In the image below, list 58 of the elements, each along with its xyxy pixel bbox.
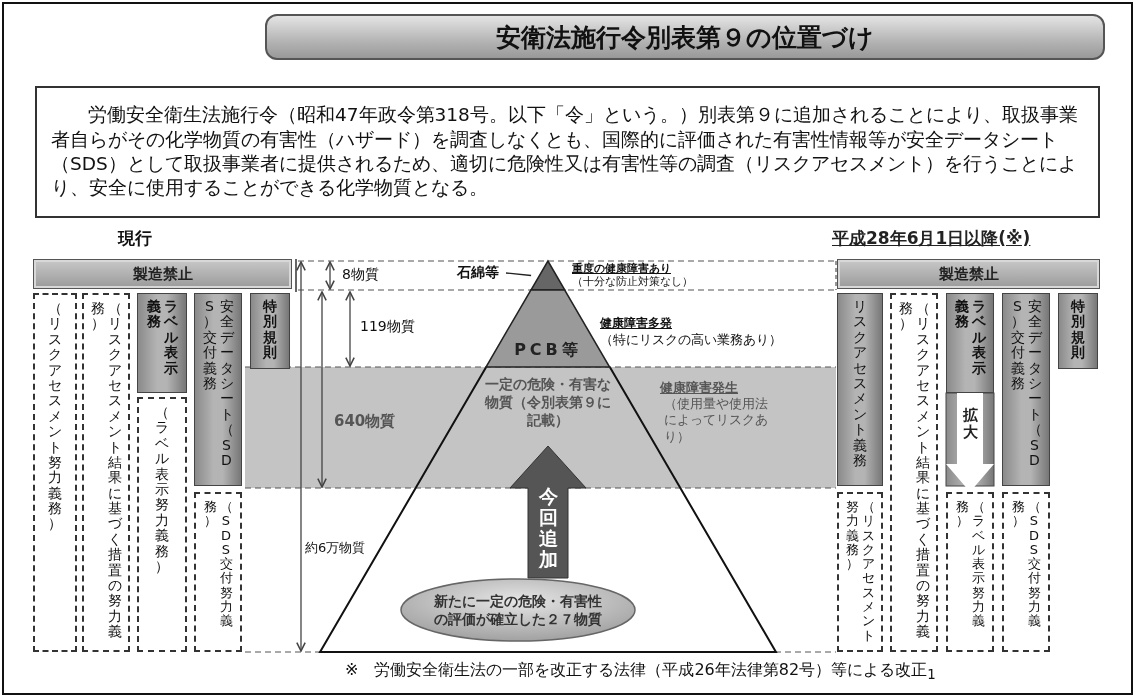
- vertical-label: （SDS交付努力義務）: [203, 500, 233, 631]
- dashed-box: [837, 492, 883, 652]
- ellipse-node: [400, 578, 636, 642]
- vertical-label: リスクアセスメント義務: [853, 299, 867, 470]
- text-label: 平成28年6月1日以降(※): [832, 228, 1032, 250]
- segment-label: PCB等: [513, 340, 583, 361]
- vertical-label: ラベル表示義務: [146, 299, 178, 377]
- node-label: 一定の危険・有害な物質（令別表第９に記載）: [482, 375, 614, 435]
- text-label: （使用量や使用法によってリスクあり）: [664, 396, 769, 445]
- dashed-box: [137, 397, 187, 652]
- dashed-box: [194, 492, 242, 652]
- dashed-box: [82, 293, 130, 652]
- dashed-box: [946, 492, 994, 652]
- leader-line: [505, 272, 532, 277]
- vertical-label: （リスクアセスメント努力義務）: [48, 301, 62, 534]
- vertical-label: （リスクアセスメント結果に基づく措置の努力義務）: [90, 301, 122, 641]
- text-box: [35, 86, 1100, 218]
- category-bar: 製造禁止: [837, 259, 1100, 289]
- text-label: 640物質: [334, 412, 397, 431]
- duty-box: [946, 293, 994, 393]
- text-label: ※ 労働安全衛生法の一部を改正する法律（平成26年法律第82号）等による改正$_{1}$: [345, 660, 937, 684]
- title-banner: 安衛法施行令別表第９の位置づけ: [265, 14, 1105, 60]
- duty-box: [194, 293, 242, 486]
- text-label: 約6万物質: [305, 540, 367, 557]
- duty-box: [1002, 293, 1050, 486]
- duty-box: [837, 293, 883, 486]
- vertical-label: （ラベル表示努力義務）: [955, 500, 985, 631]
- text-label: 健康障害発生: [660, 380, 739, 396]
- block-arrow: [510, 446, 586, 578]
- arrow-label: 今回追加: [538, 486, 558, 570]
- ellipse-label: 新たに一定の危険・有害性の評価が確立した２７物質: [433, 591, 603, 629]
- vertical-label: （SDS交付努力義務）: [1011, 500, 1041, 631]
- vertical-label: ラベル表示義務: [954, 299, 986, 377]
- duty-box: [137, 293, 187, 393]
- dashed-box: [33, 293, 77, 652]
- edge-label: 拡大: [962, 404, 978, 442]
- node-label: 石綿等: [450, 263, 506, 283]
- duty-box: [1058, 293, 1098, 369]
- vertical-label: 安全データシート（SDS）交付義務: [202, 299, 234, 470]
- text-label: （特にリスクの高い業務あり）: [600, 332, 783, 348]
- dashed-box: [1002, 492, 1050, 652]
- dashed-box: [890, 293, 938, 652]
- text-label: 現行: [118, 228, 153, 250]
- pyramid-tip: [531, 261, 565, 290]
- vertical-label: 特別規則: [1071, 299, 1085, 362]
- vertical-label: （ラベル表示努力義務）: [155, 405, 169, 576]
- vertical-label: （リスクアセスメント結果に基づく措置の努力義務）: [898, 301, 930, 641]
- text-label: 重度の健康障害あり: [572, 262, 672, 276]
- intro-paragraph: 労働安全衛生法施行令（昭和47年政令第318号。以下「令」という。）別表第９に追加されることにより、取扱事業者自らがその化学物質の有害性（ハザード）を調査しなくとも、国際的に評価された有害性情報等が安全データシート（SDS）として取扱事業者に提供されるため、適切に危険性又は有害性等の調査（リスクアセスメント）を行うことにより、安全に使用することができる化学物質となる。: [51, 103, 1079, 201]
- duty-box: [250, 293, 290, 369]
- category-bar: 製造禁止: [33, 259, 292, 289]
- text-label: 119物質: [360, 318, 416, 336]
- text-label: 健康障害多発: [600, 316, 673, 331]
- vertical-label: （リスクアセスメント努力義務）: [845, 500, 875, 644]
- vertical-label: 安全データシート（SDS）交付義務: [1010, 299, 1042, 470]
- text-label: （十分な防止対策なし）: [572, 275, 694, 289]
- text-label: 8物質: [342, 266, 380, 284]
- vertical-label: 特別規則: [263, 299, 277, 362]
